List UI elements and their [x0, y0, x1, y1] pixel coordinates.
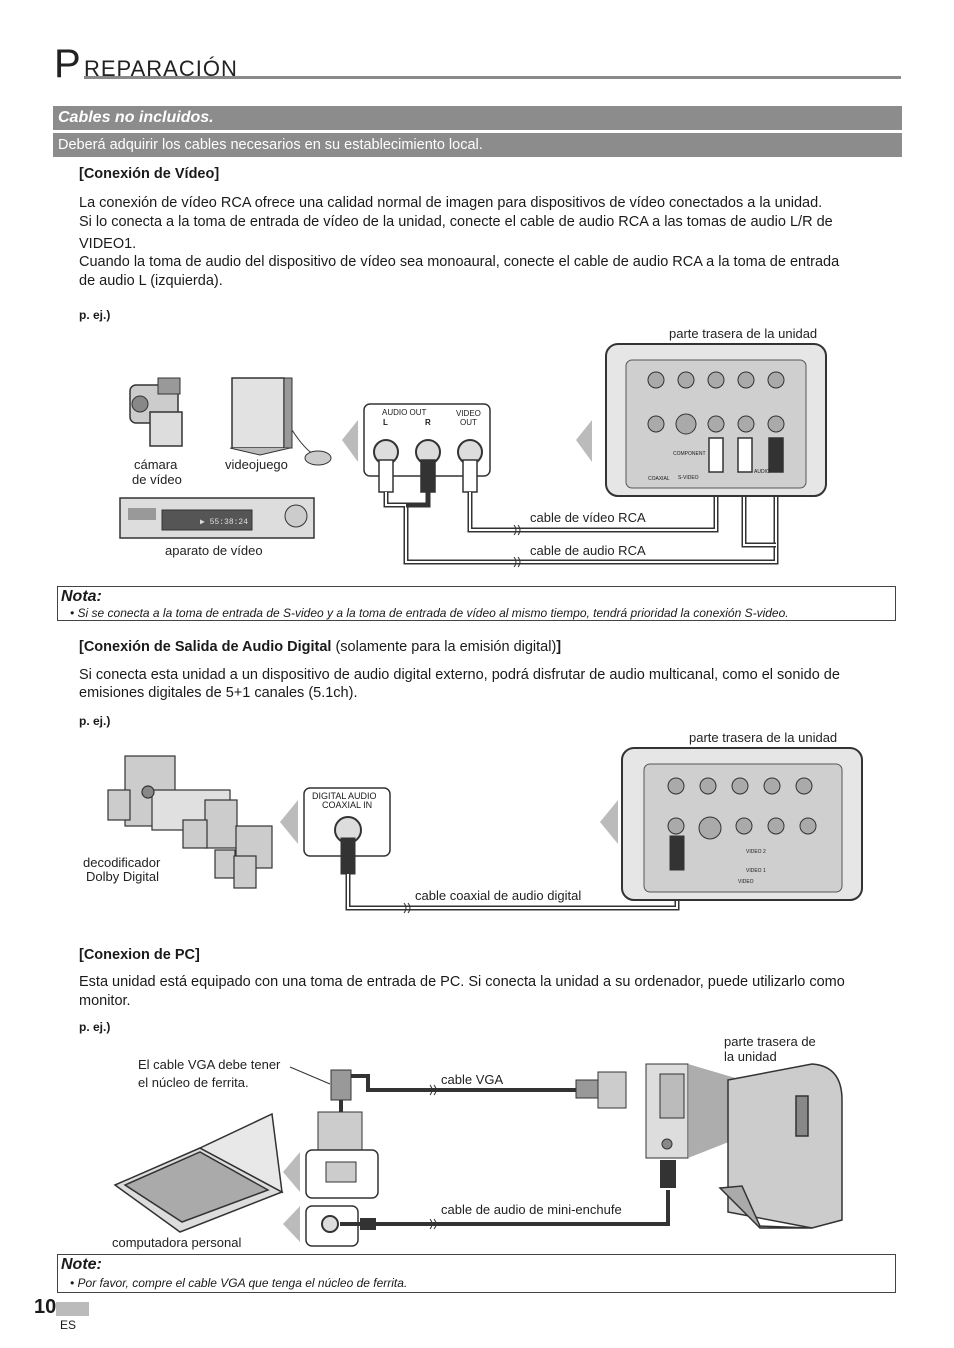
coaxial-label: COAXIAL	[648, 476, 670, 482]
title-rule	[84, 76, 901, 79]
vcr-icon: ▶ 55:38:24	[120, 498, 314, 538]
tv-rear-icon	[720, 1064, 842, 1228]
dolby-label: decodificador	[83, 855, 160, 870]
video1-label: VIDEO 1	[746, 868, 766, 874]
digital-paragraph-2: emisiones digitales de 5+1 canales (5.1c…	[79, 684, 357, 704]
left-channel-label: L	[383, 418, 388, 427]
section-subtitle: Deberá adquirir los cables necesarios en…	[53, 133, 902, 157]
video-connection-diagram: ▶ 55:38:24	[0, 320, 954, 590]
video-paragraph-5: de audio L (izquierda).	[79, 272, 223, 292]
note-box-1: Nota: • Si se conecta a la toma de entra…	[57, 586, 896, 621]
audio-out-label: AUDIO OUT	[382, 408, 426, 417]
rear-unit-label-2: parte trasera de la unidad	[689, 730, 837, 745]
vga-ferrite-note: El cable VGA debe tener	[138, 1057, 280, 1072]
video-paragraph-4: Cuando la toma de audio del dispositivo …	[79, 253, 839, 273]
digital-heading-normal: (solamente para la emisión digital)	[331, 639, 556, 655]
language-code: ES	[60, 1318, 76, 1332]
pc-label: computadora personal	[112, 1235, 241, 1250]
note-title-1: Nota:	[61, 588, 102, 606]
video-paragraph-1: La conexión de vídeo RCA ofrece una cali…	[79, 194, 822, 214]
note-text-1: • Si se conecta a la toma de entrada de …	[70, 606, 789, 620]
video-cable-label: cable de vídeo RCA	[530, 510, 646, 525]
audio-label: AUDIO	[754, 469, 770, 475]
camcorder-icon	[130, 378, 182, 446]
digital-paragraph-1: Si conecta esta unidad a un dispositivo …	[79, 666, 840, 686]
video-paragraph-3: VIDEO1.	[79, 235, 136, 255]
page-number: 10	[34, 1296, 56, 1319]
pc-paragraph-1: Esta unidad está equipado con una toma d…	[79, 973, 845, 993]
laptop-icon	[115, 1114, 282, 1232]
digital-jack-label-2: COAXIAL IN	[322, 800, 372, 810]
mini-plug-cable-label: cable de audio de mini-enchufe	[441, 1202, 622, 1217]
audio-cable-label: cable de audio RCA	[530, 543, 646, 558]
camcorder-label-2: de vídeo	[132, 472, 182, 487]
video-out-label: VIDEO	[456, 409, 481, 418]
vga-ferrite-note-2: el núcleo de ferrita.	[138, 1075, 249, 1090]
page-bar	[56, 1302, 89, 1316]
note-title-2: Note:	[61, 1256, 102, 1274]
vcr-label: aparato de vídeo	[165, 543, 263, 558]
section-title: Cables no incluidos.	[53, 106, 902, 130]
component-label: COMPONENT	[673, 451, 706, 457]
video-out-label-2: OUT	[460, 418, 477, 427]
video-paragraph-2: Si lo conecta a la toma de entrada de ví…	[79, 213, 833, 233]
dolby-label-2: Dolby Digital	[86, 869, 159, 884]
s-video-label: S-VIDEO	[678, 475, 699, 481]
rear-unit-label-3b: la unidad	[724, 1049, 777, 1064]
camcorder-label: cámara	[134, 457, 177, 472]
digital-heading: [Conexión de Salida de Audio Digital (so…	[79, 639, 561, 655]
game-console-label: videojuego	[225, 457, 288, 472]
right-channel-label: R	[425, 418, 431, 427]
digital-heading-bold: [Conexión de Salida de Audio Digital	[79, 639, 331, 655]
video-label: VIDEO	[738, 879, 754, 885]
digital-heading-end: ]	[556, 639, 561, 655]
video2-label: VIDEO 2	[746, 849, 766, 855]
rear-unit-label-3: parte trasera de	[724, 1034, 816, 1049]
note-box-2: Note: • Por favor, compre el cable VGA q…	[57, 1254, 896, 1293]
game-console-icon	[230, 378, 331, 465]
pc-paragraph-2: monitor.	[79, 992, 131, 1012]
video-heading: [Conexión de Vídeo]	[79, 166, 219, 182]
coaxial-cable-label: cable coaxial de audio digital	[415, 888, 581, 903]
rear-unit-label-1: parte trasera de la unidad	[669, 326, 817, 341]
vga-cable-label: cable VGA	[441, 1072, 503, 1087]
note-text-2: • Por favor, compre el cable VGA que ten…	[70, 1276, 407, 1290]
svg-text:▶ 55:38:24: ▶ 55:38:24	[200, 518, 248, 527]
pc-heading: [Conexion de PC]	[79, 947, 200, 963]
page-title-initial: P	[54, 44, 81, 84]
example-label-2: p. ej.)	[79, 714, 110, 728]
